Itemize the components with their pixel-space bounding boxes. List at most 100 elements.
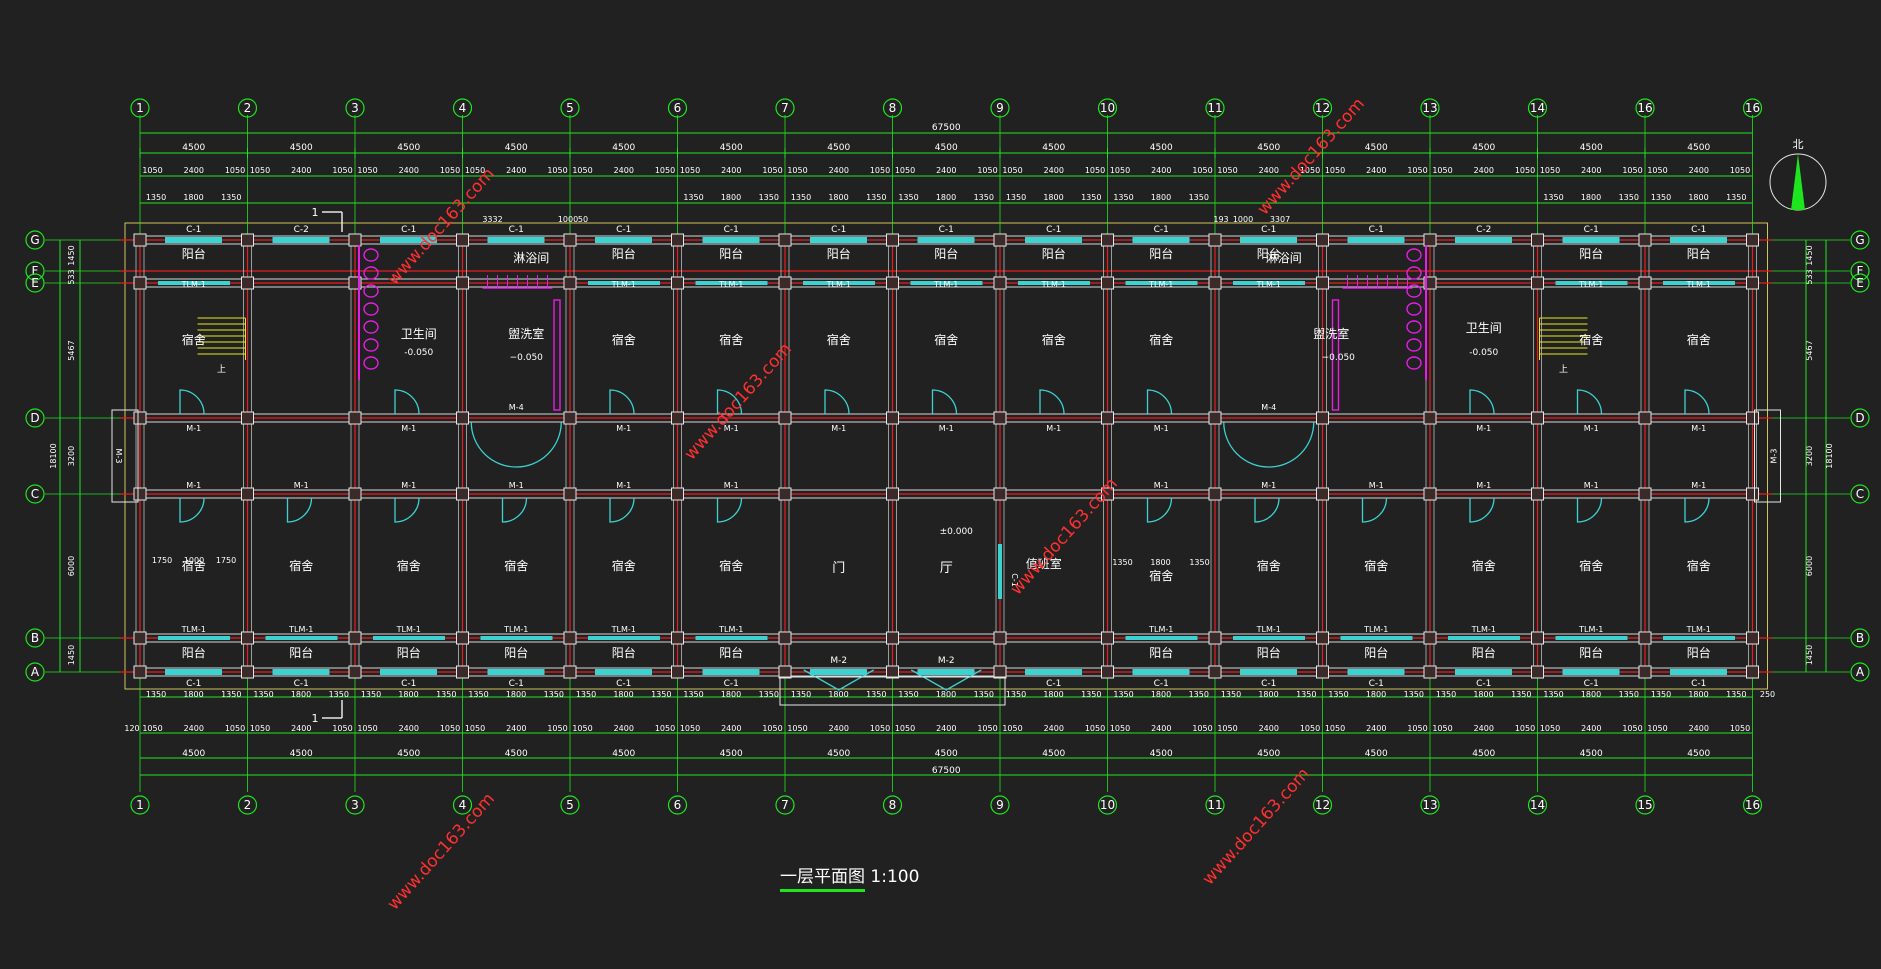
sliding-door <box>1663 636 1735 640</box>
dim-split-bottom: 1050 <box>465 724 485 733</box>
door-swing <box>501 497 528 523</box>
dim-left: 5467 <box>67 340 76 360</box>
structural-column <box>456 233 469 247</box>
axis-label-top: 9 <box>996 101 1004 115</box>
dim-right: 533 <box>1805 269 1814 284</box>
structural-column <box>1531 631 1544 645</box>
structural-column <box>993 276 1007 290</box>
axis-label-top: 1 <box>136 101 144 115</box>
window-top <box>380 237 437 243</box>
window-tag-top: C-1 <box>1369 225 1384 235</box>
window-tag-bottom: C-1 <box>1261 679 1276 689</box>
dim-special-top: 193 <box>1213 215 1228 224</box>
dim-bay-bottom: 4500 <box>720 749 743 759</box>
window-tag-bottom: C-1 <box>186 679 201 689</box>
door-tag-m1: M-1 <box>401 424 416 433</box>
axis-label-left: G <box>30 233 39 247</box>
axis-bubble-top <box>560 98 580 118</box>
structural-column <box>1316 631 1329 645</box>
dim-detail-top: 1350 <box>1726 193 1746 202</box>
axis-bubble-bottom <box>237 795 258 815</box>
axis-label-bottom: 13 <box>1422 798 1437 812</box>
structural-column <box>1208 631 1222 645</box>
sliding-door <box>1125 281 1198 285</box>
dim-bay-top: 4500 <box>1687 143 1710 153</box>
dim-split-bottom: 1050 <box>1300 724 1320 733</box>
dim-total-bottom: 67500 <box>932 766 961 776</box>
door-tag-m1: M-1 <box>1584 481 1599 490</box>
structural-column <box>778 276 792 290</box>
structural-column <box>1638 276 1652 290</box>
dim-left: 1450 <box>67 245 76 265</box>
structural-column <box>671 411 684 425</box>
room-label-dorm: 宿舍 <box>1687 332 1711 347</box>
dim-split-bottom: 1050 <box>787 724 807 733</box>
dim-detail-top: 1350 <box>1189 193 1209 202</box>
axis-label-bottom: 16 <box>1745 798 1760 812</box>
axis-bubble-top <box>1635 98 1655 118</box>
room-label-dorm: 宿舍 <box>1579 558 1603 573</box>
dim-split-top: 1050 <box>332 166 352 175</box>
dim-detail-bottom: 1350 <box>1511 690 1531 699</box>
room-label-dorm: 宿舍 <box>182 558 206 573</box>
structural-column <box>241 411 254 425</box>
room-label-dorm: 宿舍 <box>1149 332 1173 347</box>
axis-bubble-top <box>667 98 688 118</box>
dim-detail-bottom: 1350 <box>1296 690 1316 699</box>
dim-split-bottom: 2400 <box>721 724 741 733</box>
axis-label-bottom: 2 <box>244 798 252 812</box>
level-mark: -0.050 <box>404 348 433 358</box>
room-label-dorm: 宿舍 <box>504 558 528 573</box>
dim-split-top: 1050 <box>977 166 997 175</box>
structural-column <box>671 631 684 645</box>
door-tag-tlm: TLM-1 <box>1578 280 1603 289</box>
door-tag-m1: M-1 <box>724 481 739 490</box>
axis-label-right: B <box>1856 631 1864 645</box>
dim-dorm: 1750 <box>152 556 172 565</box>
structural-column <box>1638 665 1652 679</box>
dim-split-bottom: 1050 <box>1407 724 1427 733</box>
axis-label-top: 13 <box>1422 101 1437 115</box>
dim-detail-top: 1350 <box>898 193 918 202</box>
window-bottom <box>1347 669 1405 675</box>
window-tag-top: C-1 <box>616 225 631 235</box>
window-tag-bottom: C-1 <box>1154 679 1169 689</box>
room-label-balcony: 阳台 <box>934 246 958 261</box>
axis-label-top: 14 <box>1530 101 1545 115</box>
end-door-frame-right <box>1754 409 1781 503</box>
dim-split-bottom: 1050 <box>1085 724 1105 733</box>
structural-column <box>1531 487 1544 501</box>
structural-column <box>993 233 1007 247</box>
dim-left: 533 <box>67 269 76 284</box>
dim-split-top: 2400 <box>1581 166 1601 175</box>
axis-bubble-bottom <box>882 795 903 815</box>
axis-bubble-left <box>25 261 45 281</box>
dim-detail-top: 1800 <box>721 193 741 202</box>
dim-bay-top: 4500 <box>182 143 205 153</box>
window-tag-bottom: C-1 <box>1476 679 1491 689</box>
dim-split-bottom: 2400 <box>1366 724 1386 733</box>
dim-bay-bottom: 4500 <box>1580 749 1603 759</box>
dim-split-top: 2400 <box>506 166 526 175</box>
structural-column <box>886 487 899 501</box>
room-label-dorm: 宿舍 <box>1472 558 1496 573</box>
window-bottom <box>165 669 222 675</box>
axis-bubble-right <box>1850 261 1870 281</box>
structural-column <box>241 233 254 247</box>
dim-split-top: 2400 <box>721 166 741 175</box>
dim-split-top: 2400 <box>1259 166 1279 175</box>
room-label-dorm: 宿舍 <box>1149 568 1173 583</box>
room-label-balcony: 阳台 <box>1149 246 1173 261</box>
structural-column <box>348 411 362 425</box>
sliding-door <box>588 636 660 640</box>
dim-split-top: 1050 <box>1730 166 1750 175</box>
door-tag-m1: M-1 <box>401 481 416 490</box>
window-top <box>810 237 867 243</box>
axis-label-bottom: 8 <box>889 798 897 812</box>
door-tag-m1: M-1 <box>1261 481 1276 490</box>
dim-split-bottom: 1050 <box>1432 724 1452 733</box>
dim-split-top: 1050 <box>225 166 245 175</box>
dim-bay-top: 4500 <box>720 143 743 153</box>
door-swing <box>609 497 635 523</box>
sliding-door <box>588 281 660 285</box>
